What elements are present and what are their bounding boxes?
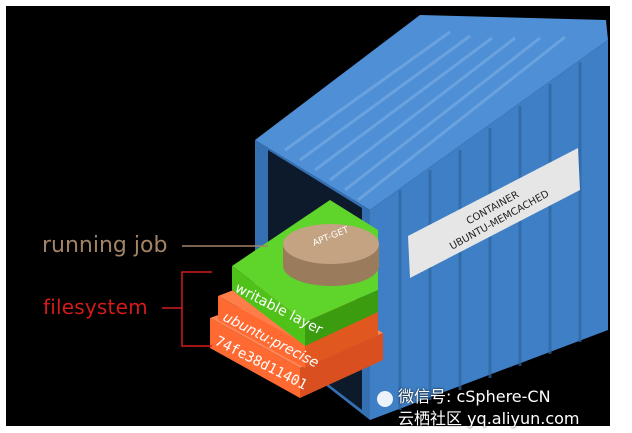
filesystem-bracket [162, 271, 212, 347]
writable-layer-front [232, 266, 305, 346]
container-top-face [255, 15, 608, 210]
watermark-wechat-id: 微信号: cSphere-CN [398, 387, 551, 406]
container-top-ridges [284, 30, 566, 202]
base-layer-side [300, 333, 383, 398]
ubuntu-layer-side [305, 312, 378, 368]
writable-layer-side [305, 290, 378, 346]
container-label-plate [408, 148, 580, 278]
ubuntu-layer-front [218, 296, 305, 368]
apt-get-drum-top [283, 224, 379, 264]
watermark-logo-icon [377, 391, 393, 407]
base-layer-front [210, 318, 300, 398]
filesystem-callout: filesystem [43, 295, 148, 319]
container-side-ridges [398, 62, 582, 410]
running-job-callout: running job [42, 233, 168, 258]
watermark-site: 云栖社区 yq.aliyun.com [398, 409, 580, 428]
